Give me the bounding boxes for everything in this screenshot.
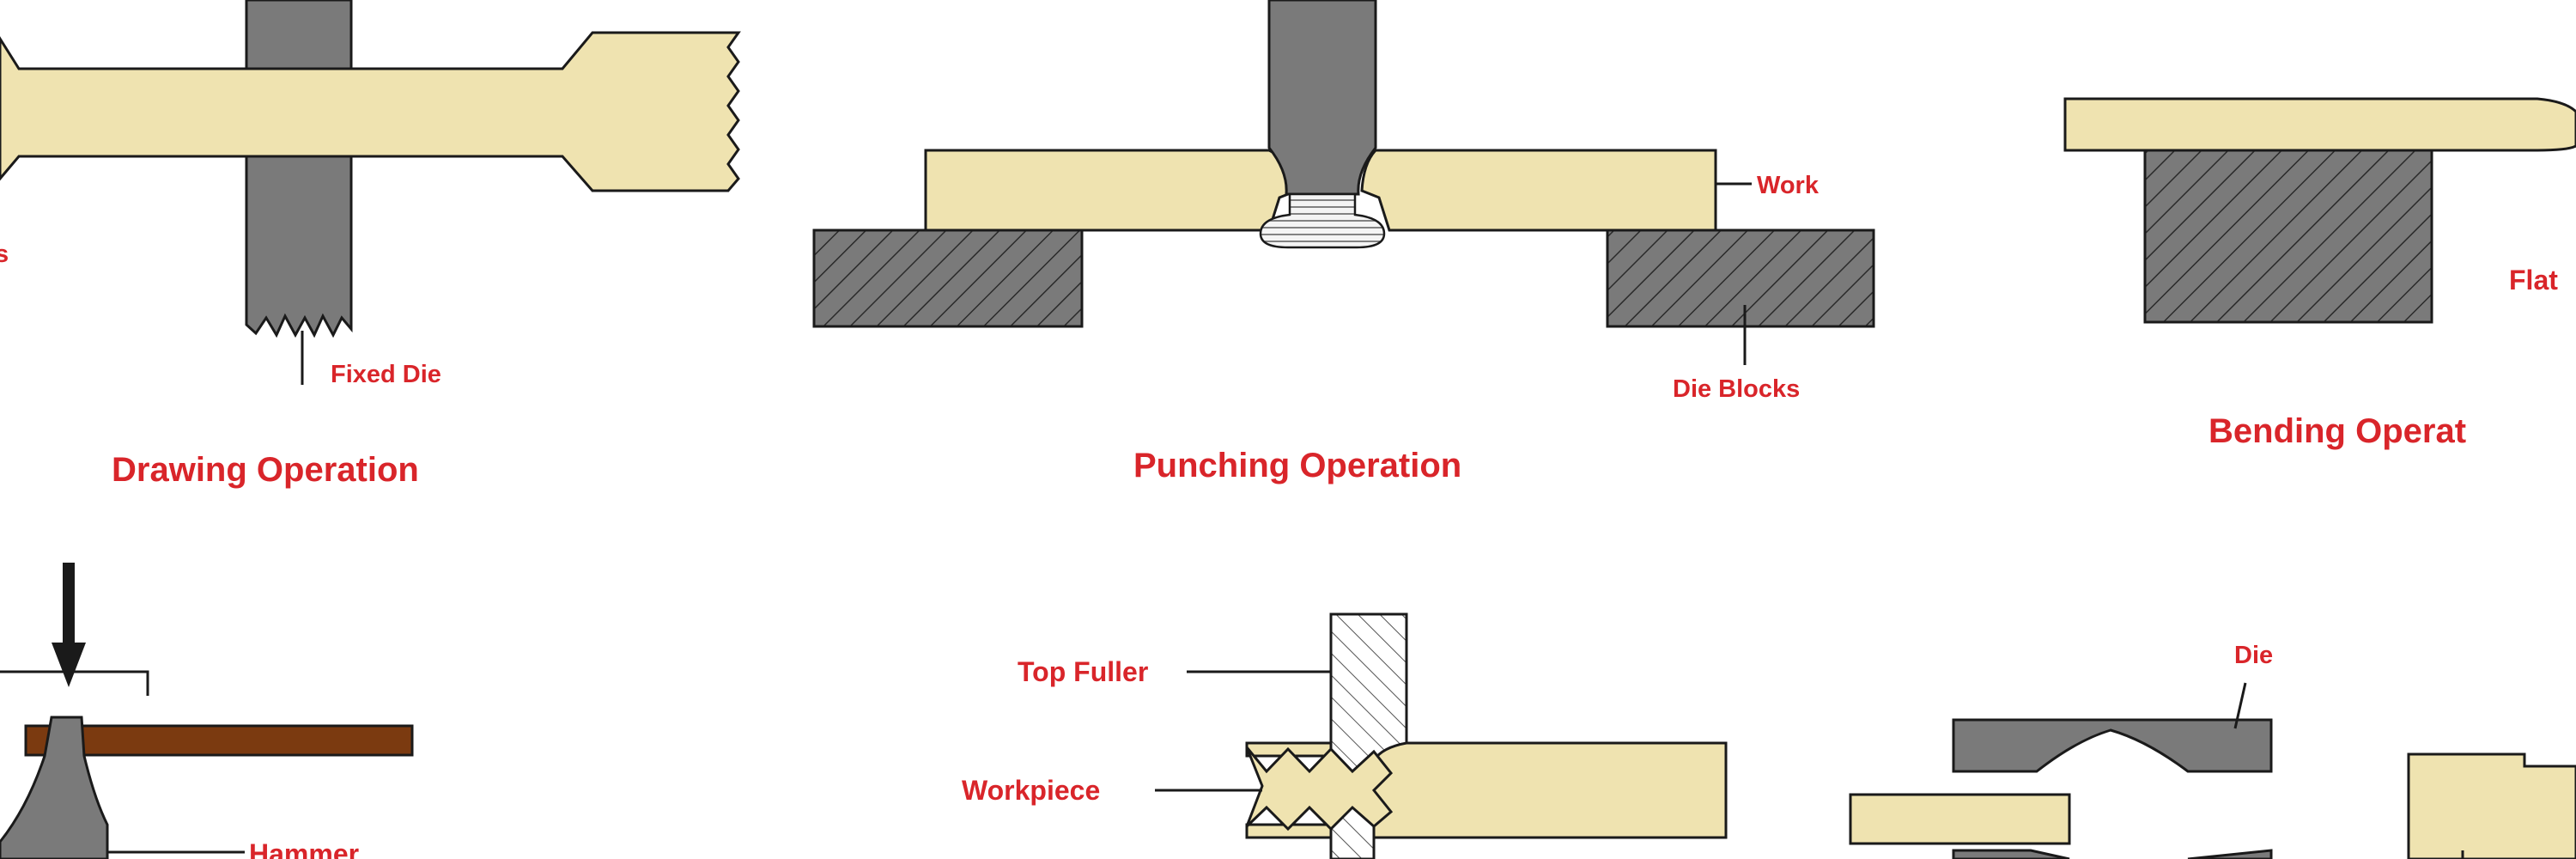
die-leader-line — [2233, 682, 2247, 729]
punching-die-block-right — [1606, 228, 1875, 328]
drawing-upper-die — [245, 0, 353, 70]
die-blocks-label: Die Blocks — [1673, 375, 1800, 403]
punching-die-block-left — [812, 228, 1084, 328]
drawing-fixed-die — [245, 155, 353, 338]
punched-slug — [1259, 192, 1386, 249]
bending-workpiece — [2063, 97, 2576, 152]
flat-die-label: Flat — [2509, 265, 2558, 295]
workpiece-label: Workpiece — [962, 775, 1100, 806]
swaging-operation-panel: Die — [1849, 642, 2576, 859]
hammer-label: Hammer — [249, 838, 359, 859]
work-label: Work — [1757, 172, 1820, 199]
punching-operation-caption: Punching Operation — [1133, 447, 1461, 484]
hammer-anvil — [0, 716, 109, 859]
drawing-left-edge-label: s — [0, 241, 9, 268]
swaging-bottom-die — [1952, 849, 2273, 859]
fullering-operation-panel: Top Fuller Workpiece — [962, 612, 1728, 859]
fixed-die-label: Fixed Die — [331, 361, 441, 388]
die-label: Die — [2234, 642, 2273, 669]
bending-operation-caption: Bending Operat — [2208, 412, 2466, 450]
drawing-operation-caption: Drawing Operation — [112, 451, 419, 489]
fuller-serrated-end — [1245, 746, 1394, 832]
bending-flat-die — [2143, 149, 2433, 324]
hammer-bracket — [0, 670, 149, 696]
swaging-top-die — [1952, 718, 2273, 773]
bending-operation-panel: Flat Bending Operat — [2063, 97, 2576, 450]
swaging-workpiece — [1849, 793, 2071, 845]
punch-tool — [1267, 0, 1377, 196]
drawing-workpiece — [0, 31, 741, 192]
swaging-side-block — [2407, 752, 2576, 859]
hammer-force-arrowhead — [52, 643, 86, 687]
punching-operation-panel: Work Die Blocks Punching Operation — [812, 0, 1875, 484]
top-fuller-label: Top Fuller — [1018, 656, 1148, 687]
hammering-operation-panel: Hammer — [0, 563, 414, 859]
hammered-bar — [24, 724, 414, 757]
drawing-operation-panel: Fixed Die s Drawing Operation — [0, 0, 741, 489]
